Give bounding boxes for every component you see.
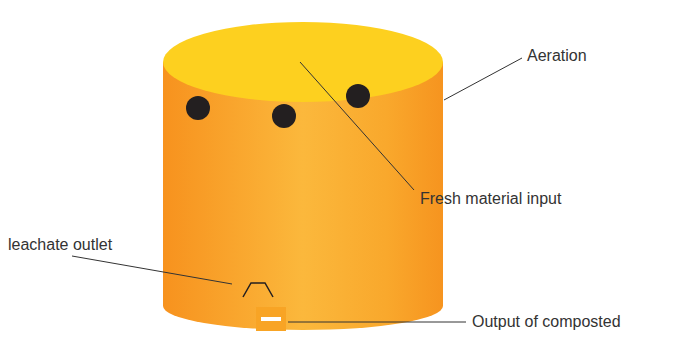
leachate-outlet: [243, 283, 273, 297]
aeration-hole: [346, 84, 370, 108]
output-slot: [261, 317, 281, 321]
part-label: leachate outlet: [8, 235, 112, 255]
part-label: Aeration: [527, 46, 587, 66]
aeration-hole: [272, 104, 296, 128]
part-label: Output of composted: [472, 312, 621, 332]
cylinder-top: [163, 22, 443, 102]
leader-line: [300, 62, 414, 190]
part-label: Fresh material input: [420, 189, 561, 209]
leader-line: [288, 322, 466, 323]
leader-line: [72, 256, 232, 284]
aeration-hole: [186, 96, 210, 120]
output-hatch: [256, 307, 286, 331]
leader-line: [444, 58, 522, 100]
cylinder-body: [163, 62, 443, 330]
